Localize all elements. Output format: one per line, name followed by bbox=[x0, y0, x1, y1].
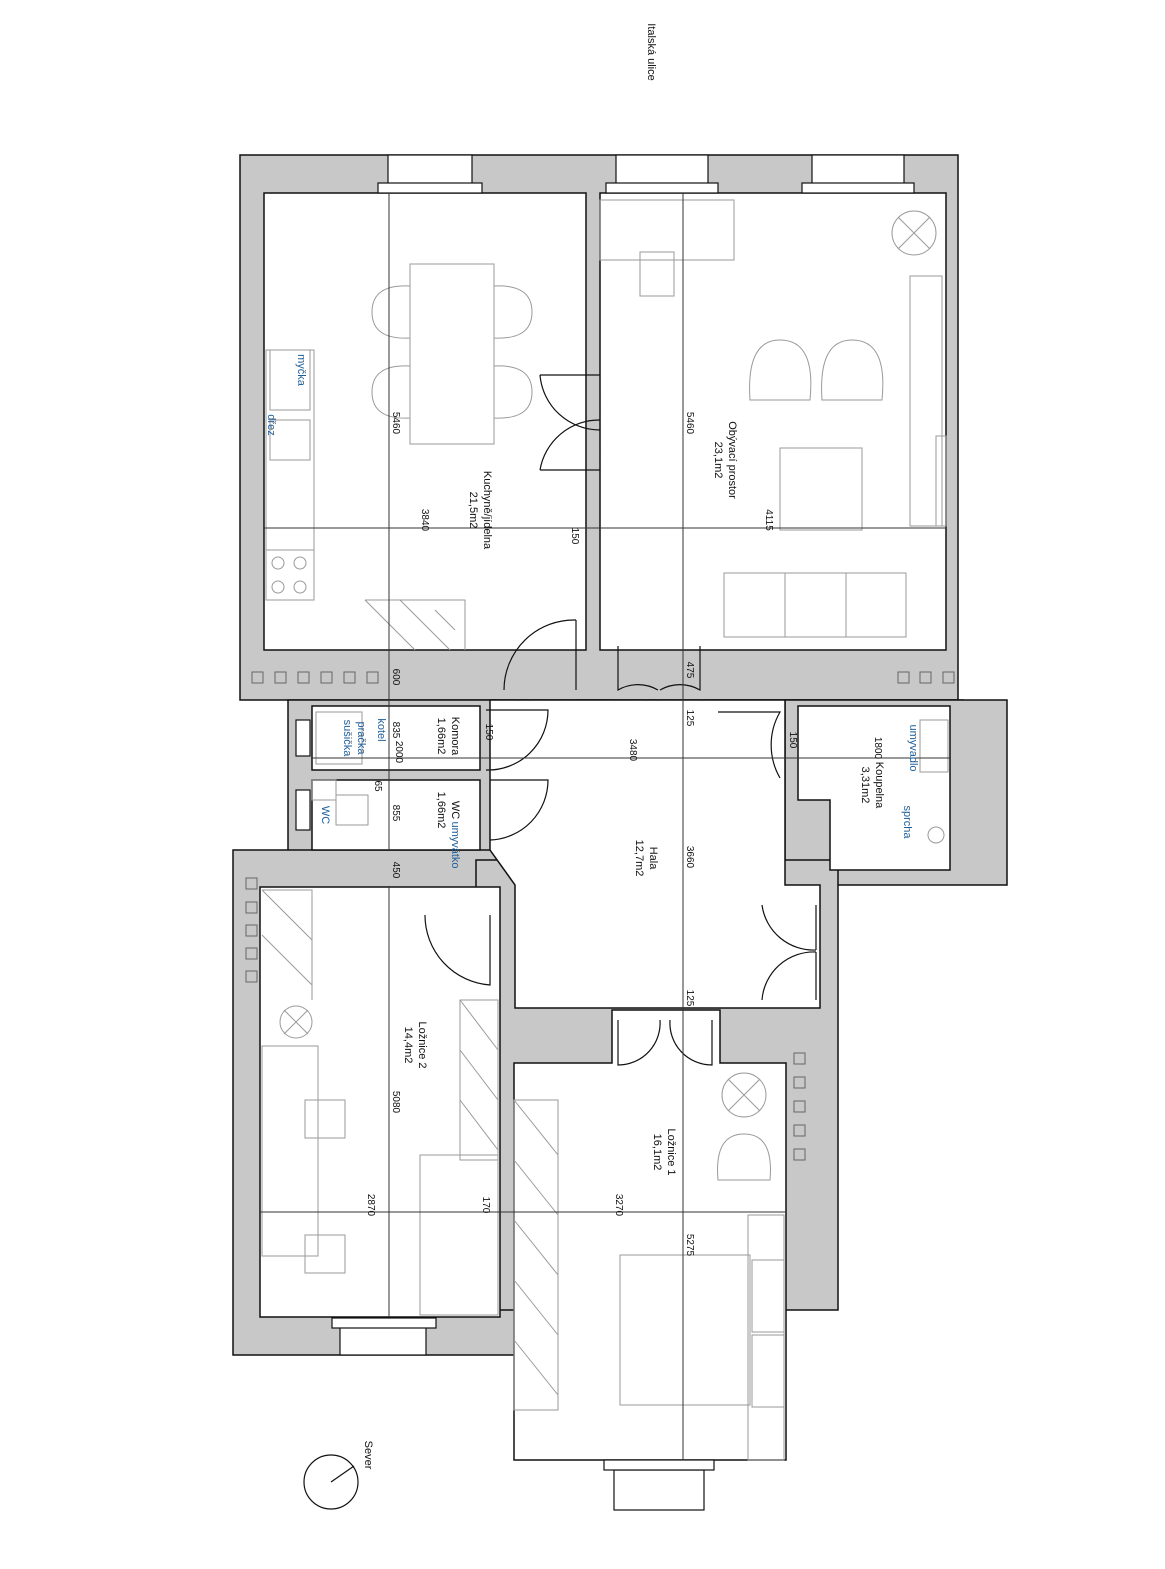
dim-3660: 3660 bbox=[684, 846, 695, 869]
room-hala-name: Hala bbox=[647, 847, 659, 871]
dimension-labels: 3840 150 4115 5460 5460 600 475 835 125 … bbox=[365, 412, 883, 1257]
room-loznice2 bbox=[259, 886, 501, 1318]
room-kuchyne-area: 21,5m2 bbox=[467, 492, 479, 529]
north-arrow bbox=[303, 1454, 359, 1510]
room-komora-area: 1,66m2 bbox=[435, 718, 447, 755]
dim-4115: 4115 bbox=[763, 509, 774, 531]
dim-5460-b: 5460 bbox=[684, 412, 695, 435]
label-umyvadlo: umyvadlo bbox=[907, 724, 919, 771]
room-loznice2-name: Ložnice 2 bbox=[416, 1021, 428, 1068]
rooms bbox=[259, 192, 951, 1461]
labels: Italská ulice Sever Kuchyně/jídelna 21,5… bbox=[362, 23, 885, 1469]
room-wc bbox=[311, 779, 481, 851]
dim-125-a: 125 bbox=[684, 710, 695, 727]
room-wc-area: 1,66m2 bbox=[435, 792, 447, 829]
dim-170: 170 bbox=[480, 1197, 491, 1214]
room-loznice1-area: 16,1m2 bbox=[651, 1134, 663, 1171]
room-wc-name: WC bbox=[449, 801, 461, 819]
room-komora bbox=[311, 705, 481, 771]
dim-5460-a: 5460 bbox=[390, 412, 401, 435]
room-kuchyne bbox=[263, 192, 587, 651]
room-koupelna-name: Koupelna bbox=[873, 762, 885, 809]
dim-835: 835 bbox=[390, 722, 401, 739]
room-koupelna bbox=[797, 705, 951, 871]
room-koupelna-area: 3,31m2 bbox=[859, 767, 871, 804]
dim-5080: 5080 bbox=[390, 1091, 401, 1114]
dim-3480: 3480 bbox=[627, 739, 638, 762]
dim-150-b: 150 bbox=[483, 724, 494, 741]
dim-65: 65 bbox=[372, 780, 383, 792]
label-susicka: sušička bbox=[341, 720, 353, 758]
wall-niches bbox=[245, 671, 955, 1161]
doors bbox=[424, 374, 817, 1066]
label-mycka: myčka bbox=[295, 354, 307, 387]
dim-2870: 2870 bbox=[365, 1194, 376, 1217]
dim-5275: 5275 bbox=[684, 1234, 695, 1257]
room-loznice2-area: 14,4m2 bbox=[402, 1027, 414, 1064]
room-kuchyne-name: Kuchyně/jídelna bbox=[481, 471, 493, 550]
dim-150-a: 150 bbox=[569, 528, 580, 545]
dim-1800: 1800 bbox=[872, 737, 883, 760]
room-hala-area: 12,7m2 bbox=[633, 840, 645, 877]
label-umyvatko: umyvátko bbox=[449, 821, 461, 868]
label-sprcha: sprcha bbox=[901, 805, 913, 839]
dim-855: 855 bbox=[390, 805, 401, 822]
room-hala bbox=[489, 699, 821, 1009]
appliance-labels: myčka dřez kotel pračka sušička WC umyvá… bbox=[265, 354, 919, 868]
room-loznice1-name: Ložnice 1 bbox=[665, 1128, 677, 1175]
dim-2000: 2000 bbox=[393, 741, 404, 764]
dim-125-b: 125 bbox=[684, 990, 695, 1007]
dimension-lines bbox=[260, 193, 950, 1460]
windows bbox=[295, 154, 915, 1511]
thresholds bbox=[489, 380, 821, 1009]
north-label: Sever bbox=[362, 1441, 374, 1470]
dim-3840: 3840 bbox=[419, 509, 430, 532]
furniture bbox=[261, 199, 949, 1461]
room-obyvaci-area: 23,1m2 bbox=[712, 442, 724, 479]
room-obyvaci-name: Obývací prostor bbox=[726, 421, 738, 499]
dim-150-c: 150 bbox=[787, 732, 798, 749]
street-name: Italská ulice bbox=[645, 23, 657, 80]
room-loznice1 bbox=[513, 1009, 787, 1461]
label-drez: dřez bbox=[265, 414, 277, 435]
room-obyvaci bbox=[599, 192, 947, 651]
dim-3270: 3270 bbox=[613, 1194, 624, 1217]
dim-475: 475 bbox=[684, 662, 695, 679]
dim-600: 600 bbox=[390, 669, 401, 686]
dim-450: 450 bbox=[390, 862, 401, 879]
label-kotel: kotel bbox=[375, 718, 387, 741]
label-wc: WC bbox=[319, 806, 331, 824]
label-pracka: pračka bbox=[355, 721, 367, 755]
room-komora-name: Komora bbox=[449, 717, 461, 756]
